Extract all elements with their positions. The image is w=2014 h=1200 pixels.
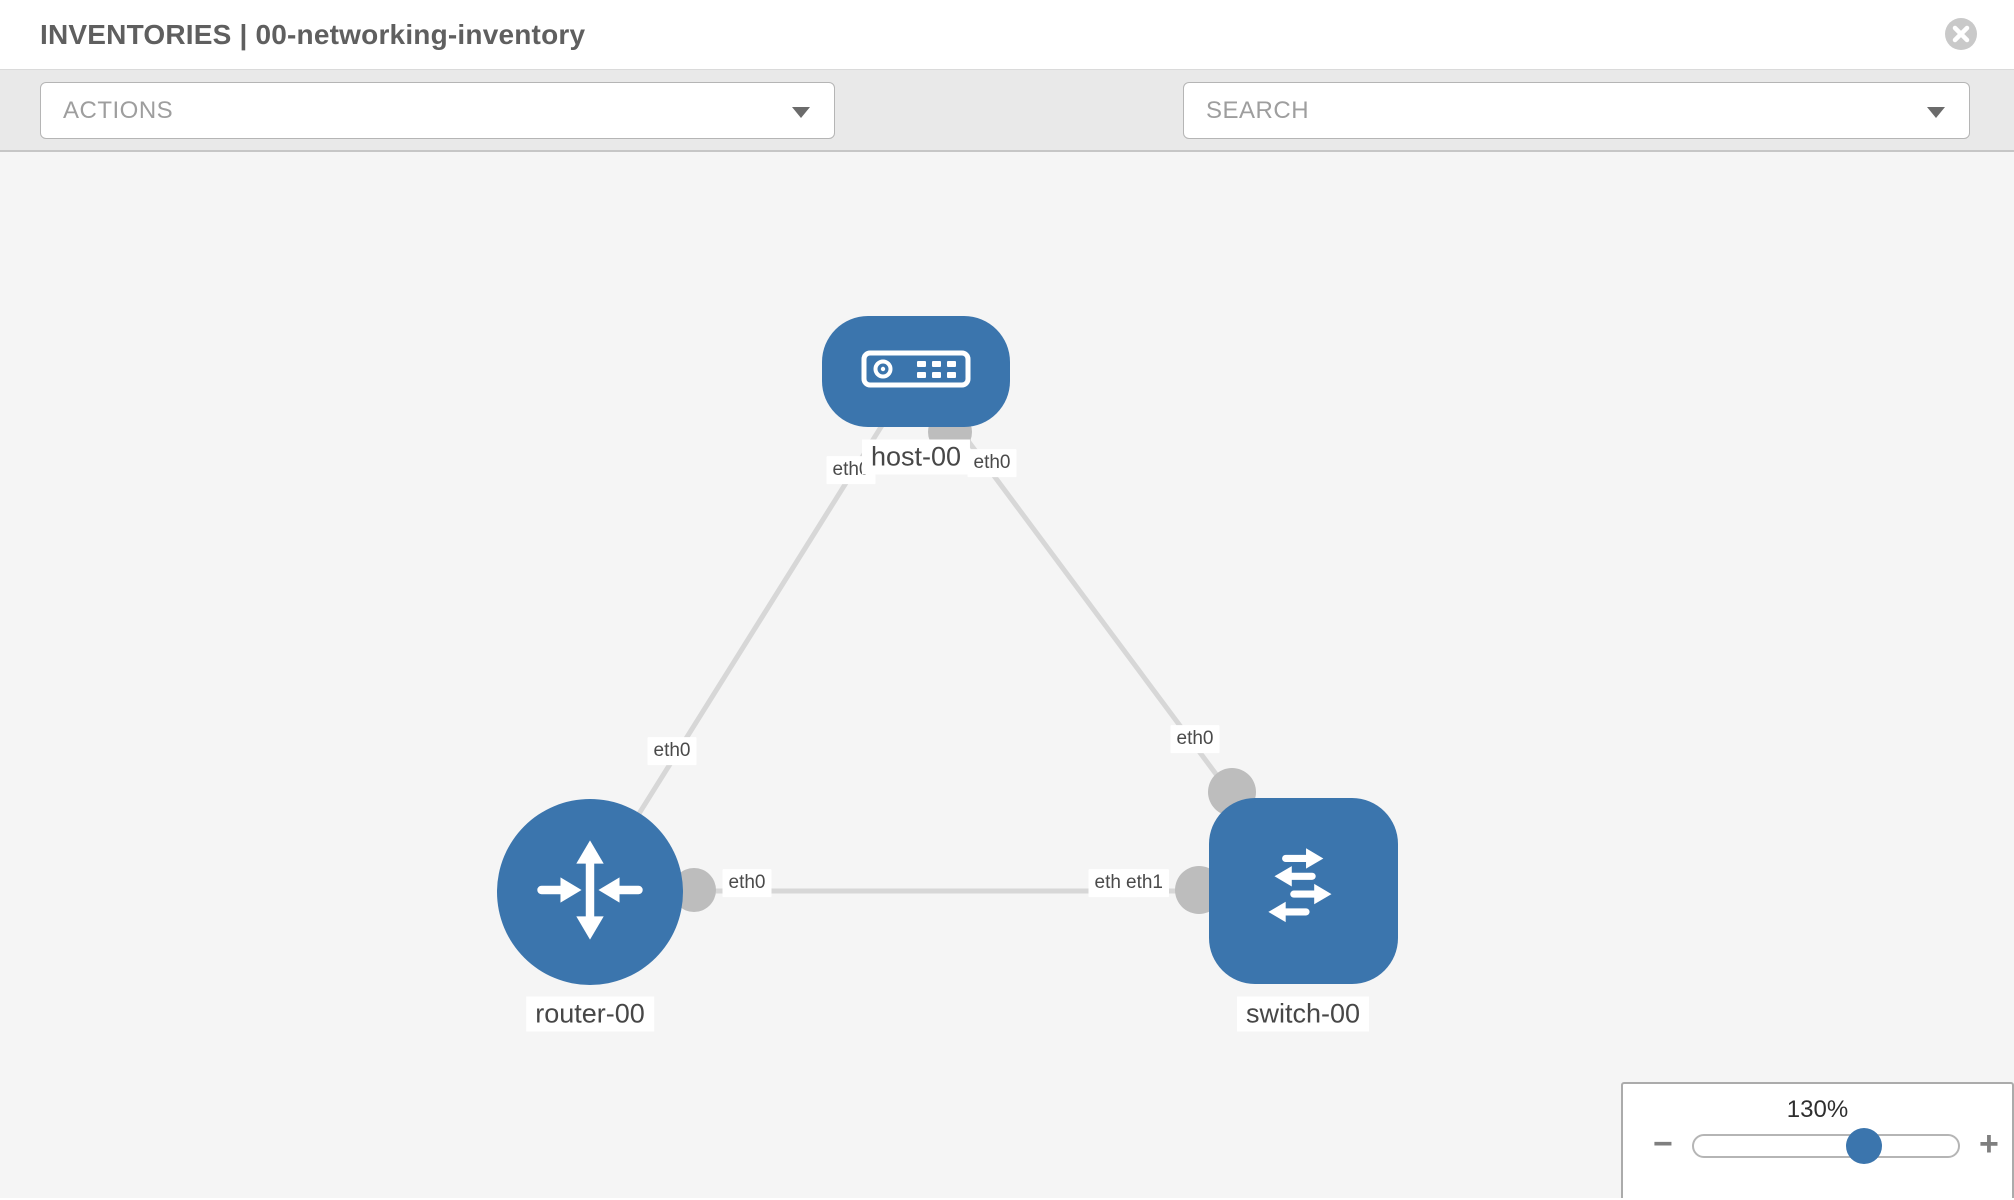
header: INVENTORIES | 00-networking-inventory (0, 0, 2014, 70)
switch-icon (1248, 833, 1360, 950)
interface-label: eth0 (647, 737, 697, 765)
zoom-slider-thumb[interactable] (1846, 1128, 1883, 1164)
actions-dropdown-label: ACTIONS (63, 96, 174, 124)
zoom-slider-track[interactable] (1692, 1128, 1960, 1164)
node-switch-00[interactable] (1209, 798, 1398, 984)
zoom-level-value: 130% (1786, 1096, 1849, 1123)
node-host-00[interactable] (822, 316, 1010, 427)
node-label-switch: switch-00 (1236, 996, 1370, 1032)
topology-canvas[interactable]: eth0 eth0 eth0 eth0 eth0 eth0 eth1 host-… (0, 152, 2014, 1198)
interface-label: eth0 (1170, 725, 1220, 753)
node-label-router: router-00 (526, 996, 654, 1032)
router-icon (532, 832, 648, 953)
zoom-out-button[interactable]: − (1653, 1125, 1673, 1163)
node-router-00[interactable] (497, 799, 683, 985)
interface-label: eth1 (1120, 869, 1169, 897)
links-layer (587, 369, 1306, 914)
actions-dropdown[interactable]: ACTIONS (40, 82, 835, 139)
chevron-down-icon (792, 106, 810, 118)
toolbar: ACTIONS SEARCH (0, 70, 2014, 200)
interface-dot (672, 868, 716, 912)
host-icon (861, 346, 971, 397)
search-dropdown[interactable]: SEARCH (1183, 82, 1970, 139)
page-title: INVENTORIES | 00-networking-inventory (40, 18, 586, 50)
interface-label: eth0 (967, 449, 1017, 477)
zoom-in-button[interactable]: + (1979, 1125, 1999, 1163)
interface-label: eth0 (722, 869, 772, 897)
close-icon (1944, 18, 1978, 55)
search-dropdown-label: SEARCH (1206, 96, 1310, 124)
node-label-host: host-00 (861, 439, 971, 475)
close-button[interactable] (1944, 17, 1978, 51)
chevron-down-icon (1927, 106, 1945, 118)
zoom-panel: 130% − + (1621, 1082, 2014, 1198)
